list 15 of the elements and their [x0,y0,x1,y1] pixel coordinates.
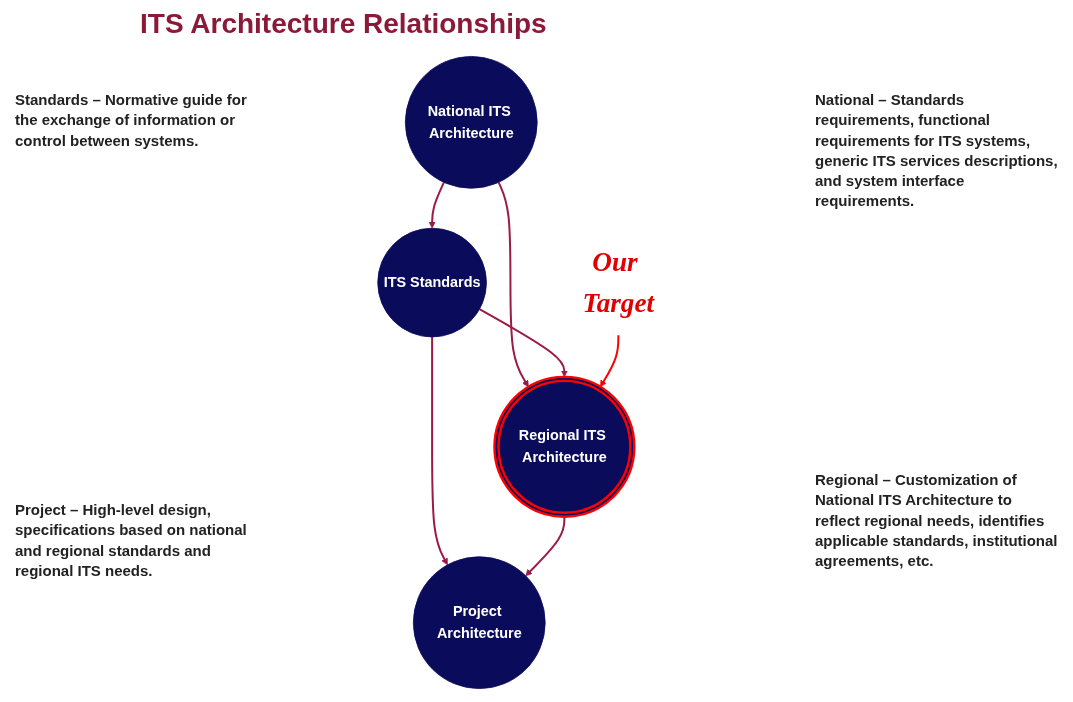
node-circle: National ITS Architecture [404,56,538,189]
arrow [497,181,529,388]
arrow [600,334,620,388]
description-note: Regional – Customization of National ITS Architecture to reflect regional needs, identifies applicable standards, institutional agreements, etc. [815,470,1059,571]
node-circle: Project Architecture [412,556,546,689]
node-circle: ITS Standards [377,227,487,338]
arrow [431,335,448,566]
diagram-title: ITS Architecture Relationships [140,8,547,40]
node-circle: Regional ITS Architecture [493,375,636,518]
arrow [428,181,445,229]
description-note: Project – High-level design, specifications based on national and regional standards and regional ITS needs. [15,500,248,581]
description-note: National – Standards requirements, functional requirements for ITS systems, generic ITS services descriptions, and system interface requirements. [815,90,1059,212]
node-text: Our Target [582,247,655,318]
description-note: Standards – Normative guide for the exchange of information or control between systems. [15,90,248,151]
arrow [478,308,568,378]
